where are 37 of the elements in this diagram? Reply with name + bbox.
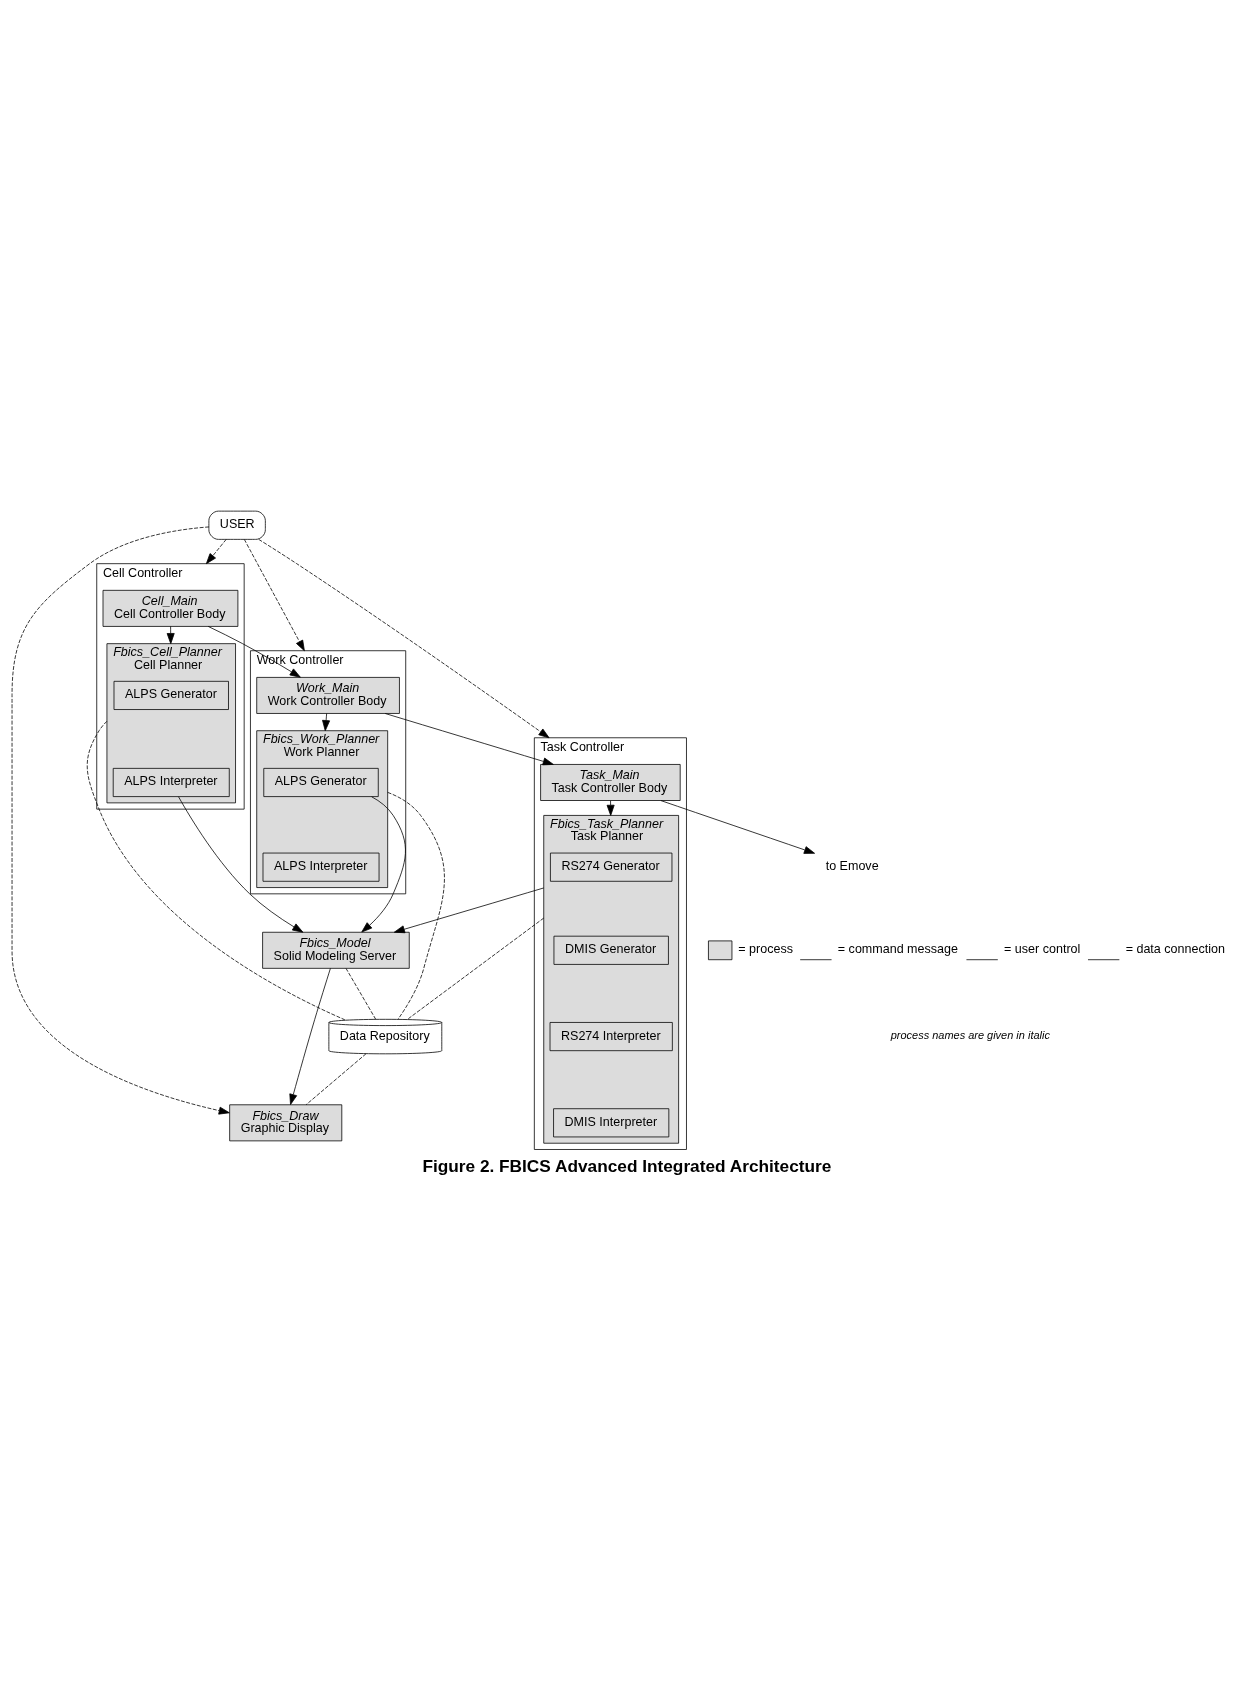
- node-box: ALPS Interpreter: [262, 852, 380, 882]
- connector: [387, 792, 445, 1020]
- arrow: [178, 796, 304, 933]
- legend-label: = process: [738, 942, 793, 957]
- connector: [86, 720, 346, 1021]
- node-box: Fbics_Model Solid Modeling Server: [262, 931, 410, 969]
- node-box: ALPS Generator: [263, 767, 379, 797]
- node-box: Fbics_Draw Graphic Display: [229, 1104, 343, 1142]
- node-box: DMIS Interpreter: [553, 1108, 670, 1138]
- legend-label: = data connection: [1125, 942, 1225, 957]
- node-box: ALPS Generator: [113, 680, 229, 710]
- legend-label: = user control: [1004, 942, 1081, 957]
- node-box: Cell_Main Cell Controller Body: [102, 589, 239, 627]
- arrow: [244, 539, 305, 652]
- node-box: RS274 Interpreter: [549, 1022, 673, 1052]
- label: process names are given in italic: [890, 1028, 1050, 1041]
- arrow: [361, 796, 406, 933]
- legend-label: = command message: [837, 942, 958, 957]
- node-box: RS274 Generator: [550, 852, 673, 882]
- arrow: [207, 626, 301, 678]
- node-box: Work_Main Work Controller Body: [256, 677, 400, 714]
- connector: [407, 917, 545, 1020]
- arrow: [393, 887, 545, 934]
- arrow: [606, 800, 615, 816]
- arrow: [205, 539, 227, 565]
- arrow: [384, 713, 554, 766]
- arrow: [166, 626, 175, 645]
- node-box: Task_Main Task Controller Body: [540, 764, 681, 801]
- arrow: [289, 968, 331, 1105]
- arrow: [322, 713, 330, 732]
- node-box: ALPS Interpreter: [112, 767, 230, 797]
- node-box: USER: [208, 510, 266, 540]
- node-text: to Emove: [825, 859, 879, 874]
- caption: Figure 2. FBICS Advanced Integrated Architecture: [422, 1155, 832, 1176]
- node-box: DMIS Generator: [553, 935, 669, 965]
- connector: [345, 968, 376, 1020]
- connector: [305, 1053, 367, 1106]
